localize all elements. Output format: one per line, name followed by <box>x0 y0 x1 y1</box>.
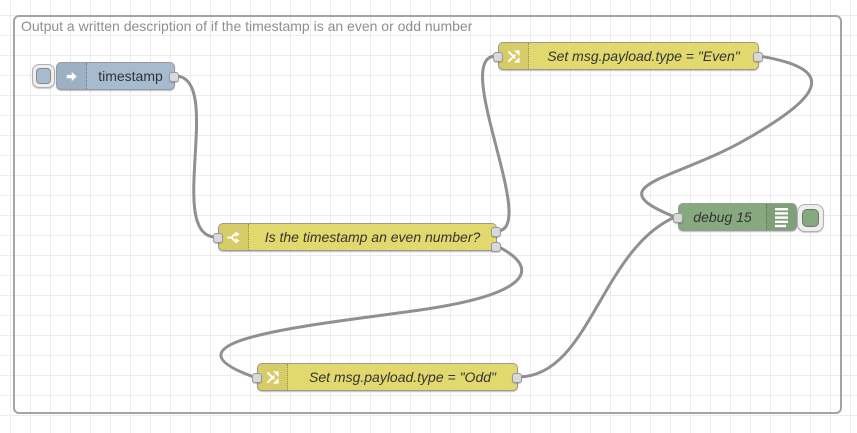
node-switch-even-check[interactable]: Is the timestamp an even number? <box>213 223 501 252</box>
output-port-1[interactable] <box>491 227 501 237</box>
change-shuffle-icon <box>499 43 529 69</box>
node-label: Set msg.payload.type = "Even" <box>547 48 740 64</box>
output-port[interactable] <box>512 373 522 383</box>
input-port[interactable] <box>252 373 262 383</box>
wire-switch-to-change-even[interactable] <box>481 54 511 233</box>
node-inject-timestamp[interactable]: timestamp <box>32 62 179 90</box>
node-label: timestamp <box>98 68 163 84</box>
debug-toggle-button[interactable] <box>797 204 824 232</box>
wire-switch-to-change-odd[interactable] <box>219 244 524 379</box>
input-port[interactable] <box>493 52 503 62</box>
output-port[interactable] <box>169 72 179 82</box>
group-label: Output a written description of if the t… <box>21 18 473 34</box>
inject-arrow-icon <box>57 63 87 89</box>
inject-button[interactable] <box>32 64 55 88</box>
node-change-set-odd[interactable]: Set msg.payload.type = "Odd" <box>252 363 522 391</box>
node-label: Set msg.payload.type = "Odd" <box>309 369 496 385</box>
node-label: debug 15 <box>693 209 752 225</box>
node-label: Is the timestamp an even number? <box>264 229 481 245</box>
node-debug-15[interactable]: debug 15 <box>673 203 824 232</box>
node-change-set-even[interactable]: Set msg.payload.type = "Even" <box>493 42 763 70</box>
output-port[interactable] <box>753 52 763 62</box>
output-port-2[interactable] <box>491 242 501 252</box>
flow-group[interactable]: Output a written description of if the t… <box>13 15 842 414</box>
debug-lines-icon <box>766 204 796 230</box>
wire-change-even-to-debug[interactable] <box>640 54 813 219</box>
switch-fork-icon <box>219 224 249 250</box>
input-port[interactable] <box>673 213 683 223</box>
wire-change-odd-to-debug[interactable] <box>516 215 677 379</box>
wire-inject-to-switch[interactable] <box>173 74 218 239</box>
input-port[interactable] <box>213 233 223 243</box>
change-shuffle-icon <box>258 364 288 390</box>
